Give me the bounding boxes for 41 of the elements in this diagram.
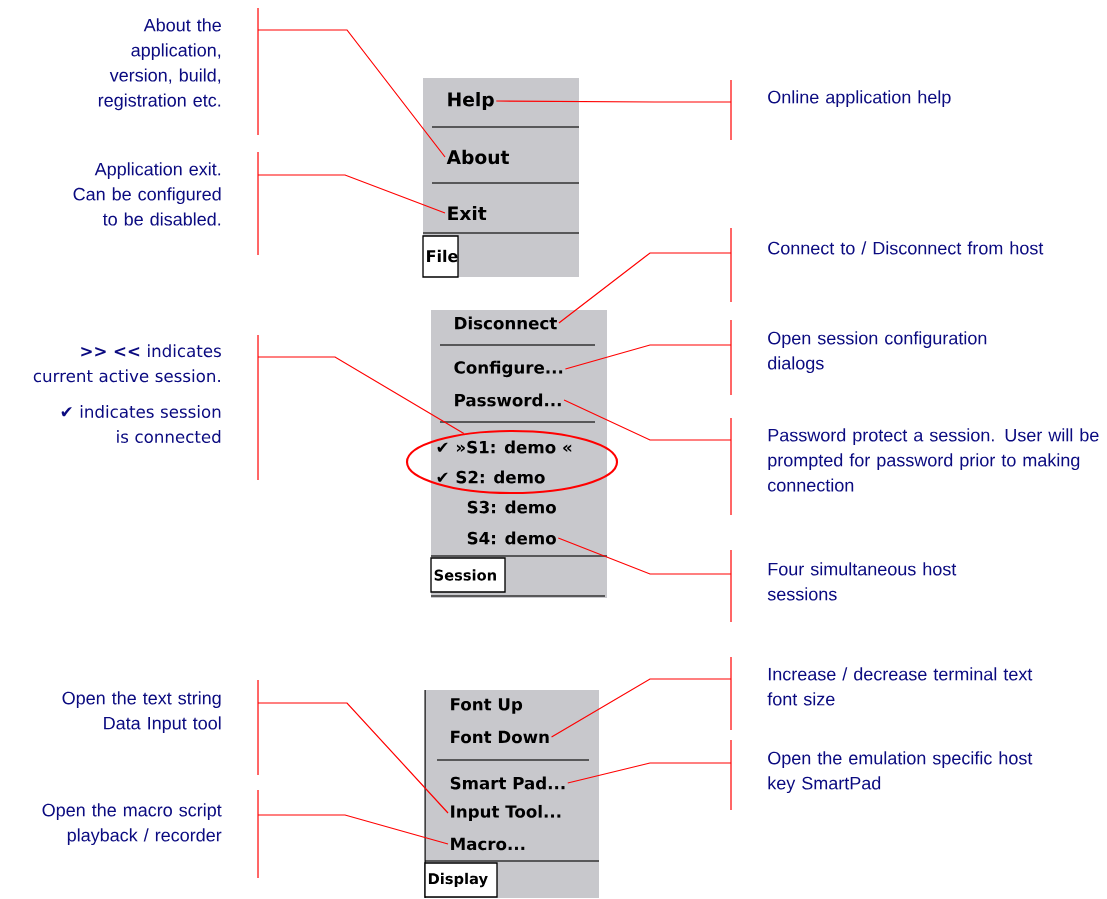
callout-text: Open session configuration dialogs [768, 331, 987, 374]
callout-text: Increase / decrease terminal text font size [767, 667, 1033, 706]
callout-text: About the application, version, build, registration etc. [98, 18, 221, 111]
leader-line [564, 344, 732, 370]
menu-item: ✔ S2: demo [437, 470, 545, 484]
menu-item: About [446, 149, 509, 165]
leader-line [257, 29, 446, 158]
menu-item: Font Up [451, 698, 523, 714]
menu-item: Font Down [451, 730, 549, 744]
leader-line [257, 356, 465, 435]
leader-line [557, 537, 732, 575]
menu-item: Configure... [454, 360, 563, 378]
leader-line [257, 814, 449, 845]
callout-text: Open the macro script playback / recorder [42, 803, 222, 846]
menu-item: Smart Pad... [450, 776, 565, 790]
menu-tab: Display [424, 862, 498, 898]
callout-text: Online application help [768, 90, 951, 108]
leader-line [563, 399, 732, 441]
menu-item: Input Tool... [451, 804, 561, 822]
callout-text: >> << indicates current active session. ✔ indicates session is connected [33, 344, 221, 443]
menu-item: S4: demo [467, 531, 556, 545]
leader-line [257, 174, 446, 214]
menu-tab: Session [430, 557, 506, 593]
highlight-ellipse [405, 429, 619, 495]
menu-item: Exit [448, 205, 487, 221]
leader-line [495, 100, 732, 103]
callout-text: Four simultaneous host sessions [767, 562, 957, 601]
menu-item: Password... [455, 393, 561, 407]
leader-line [257, 702, 449, 814]
callout-text: Password protect a session. User will be prompted for password prior to making connection [768, 428, 1099, 492]
callout-text: Open the text string Data Input tool [62, 691, 221, 734]
menu-item: Disconnect [455, 316, 557, 330]
callout-text: Open the emulation specific host key SmartPad [768, 751, 1033, 794]
leader-line [558, 252, 732, 324]
callout-text: Connect to / Disconnect from host [768, 241, 1044, 255]
leader-line [550, 678, 732, 738]
menu-item: Help [448, 91, 494, 111]
callout-text: Application exit. Can be configured to be disabled. [73, 162, 221, 226]
menu-item: ✔ »S1: demo « [437, 440, 572, 454]
menu-item: Macro... [451, 837, 525, 851]
leader-line [567, 762, 732, 784]
